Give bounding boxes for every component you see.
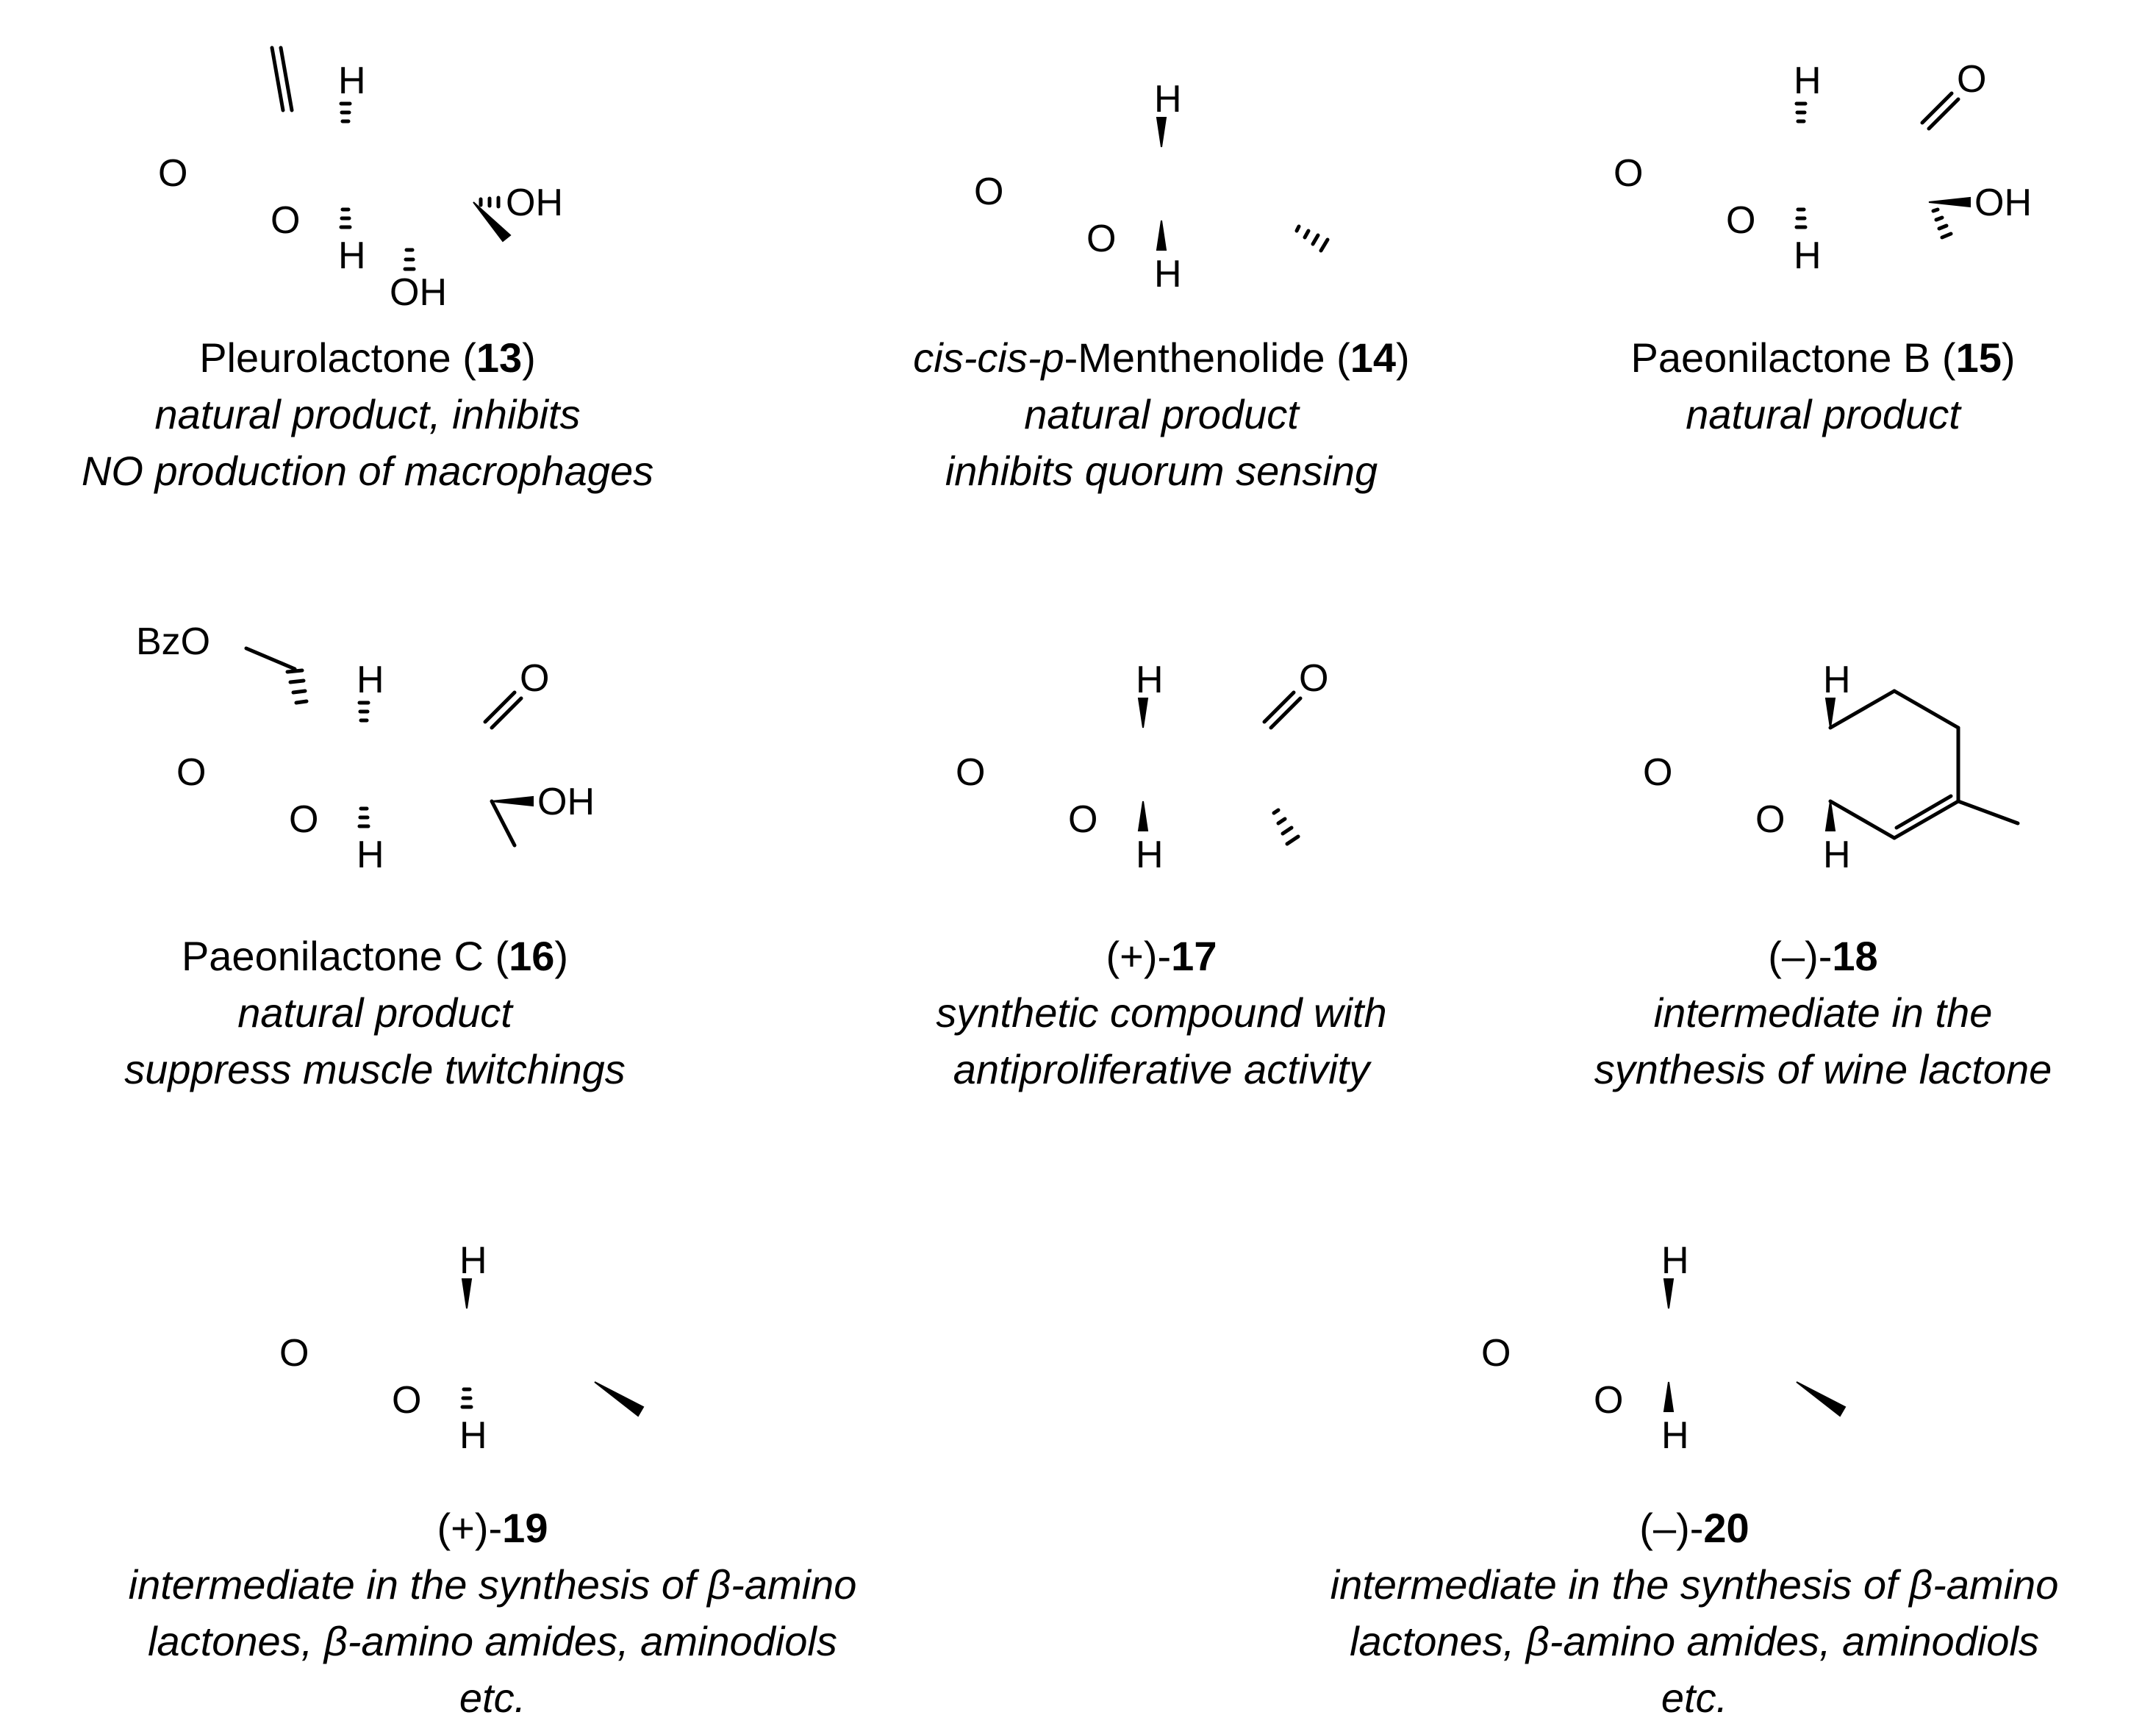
- atom-o: O: [176, 751, 206, 794]
- compound-description: intermediate in the synthesis of β-amino: [128, 1561, 857, 1608]
- atom-o: O: [279, 1332, 309, 1375]
- atom-h: H: [1823, 834, 1851, 876]
- compound-description: synthesis of wine lactone: [1594, 1046, 2052, 1092]
- compound-name: (–)-20: [1639, 1505, 1749, 1551]
- atom-o: O: [520, 657, 549, 700]
- atom-bzo: BzO: [136, 620, 210, 663]
- atom-o: O: [1957, 58, 1986, 101]
- caption-13: Pleurolactone (13) natural product, inhi…: [0, 329, 735, 499]
- caption-15: Paeonilactone B (15) natural product: [1455, 329, 2156, 443]
- atom-h: H: [357, 834, 384, 876]
- compound-description: lactones, β-amino amides, aminodiols etc…: [148, 1618, 837, 1721]
- atom-o: O: [289, 798, 318, 841]
- atom-o: O: [1086, 218, 1116, 260]
- atom-oh: OH: [537, 781, 595, 823]
- compound-description: synthetic compound with: [936, 989, 1387, 1036]
- compound-name: (+)-17: [1106, 933, 1217, 979]
- atom-h: H: [1154, 253, 1182, 296]
- atom-oh: OH: [390, 271, 447, 314]
- atom-h: H: [1154, 78, 1182, 121]
- compound-description: natural product: [237, 989, 512, 1036]
- atom-h: H: [1823, 659, 1851, 701]
- atom-h: H: [1661, 1239, 1689, 1282]
- structure-16: H H O O O OH BzO: [136, 620, 595, 876]
- compound-description: lactones, β-amino amides, aminodiols etc…: [1350, 1618, 2039, 1721]
- structure-18: H H O O: [1643, 646, 2020, 876]
- atom-oh: OH: [506, 182, 563, 224]
- compound-description: inhibits quorum sensing: [945, 448, 1378, 494]
- atom-o: O: [956, 751, 985, 794]
- atom-h: H: [338, 60, 366, 102]
- compound-name: Paeonilactone C (16): [181, 933, 569, 979]
- atom-h: H: [357, 659, 384, 701]
- compound-name: (+)-19: [437, 1505, 548, 1551]
- compound-description: suppress muscle twitchings: [124, 1046, 626, 1092]
- compound-description: intermediate in the: [1653, 989, 1993, 1036]
- caption-20: (–)-20 intermediate in the synthesis of …: [1327, 1500, 2062, 1726]
- atom-o: O: [1481, 1332, 1511, 1375]
- atom-o: O: [1614, 152, 1643, 195]
- compound-description: antiproliferative activity: [953, 1046, 1370, 1092]
- atom-o: O: [158, 152, 187, 195]
- atom-h: H: [459, 1414, 487, 1457]
- compound-name: cis-cis-p-Menthenolide (14): [913, 334, 1410, 381]
- atom-o: O: [1755, 798, 1785, 841]
- compound-name: (–)-18: [1768, 933, 1878, 979]
- caption-16: Paeonilactone C (16) natural product sup…: [7, 928, 742, 1097]
- atom-h: H: [1794, 60, 1822, 102]
- atom-h: H: [1661, 1414, 1689, 1457]
- atom-o: O: [1068, 798, 1097, 841]
- atom-o: O: [271, 199, 300, 242]
- structure-15: H H O O O OH: [1614, 47, 2032, 277]
- atom-o: O: [1726, 199, 1755, 242]
- atom-h: H: [1136, 834, 1164, 876]
- structure-14: H H O O: [974, 65, 1330, 296]
- structure-17: H H O O O: [956, 646, 1328, 876]
- compound-description: intermediate in the synthesis of β-amino: [1330, 1561, 2059, 1608]
- atom-o: O: [1299, 657, 1328, 700]
- atom-h: H: [338, 234, 366, 277]
- compound-description: natural product, inhibits: [154, 391, 581, 437]
- structure-13: H H O O OH OH: [158, 46, 563, 314]
- caption-18: (–)-18 intermediate in the synthesis of …: [1455, 928, 2156, 1097]
- atom-h: H: [1794, 234, 1822, 277]
- atom-h: H: [1136, 659, 1164, 701]
- caption-19: (+)-19 intermediate in the synthesis of …: [125, 1500, 860, 1726]
- structure-19: H H O O: [279, 1227, 645, 1457]
- caption-17: (+)-17 synthetic compound with antiproli…: [794, 928, 1529, 1097]
- compound-description: natural product: [1024, 391, 1299, 437]
- compound-description: NO production of macrophages: [81, 448, 654, 494]
- compound-name: Paeonilactone B (15): [1630, 334, 2016, 381]
- atom-oh: OH: [1974, 182, 2032, 224]
- atom-o: O: [1643, 751, 1672, 794]
- compound-name: Pleurolactone (13): [199, 334, 536, 381]
- structures-canvas: H H O O OH OH H H O O H H O O O OH: [136, 46, 2032, 1457]
- compound-description: natural product: [1686, 391, 1960, 437]
- atom-h: H: [459, 1239, 487, 1282]
- atom-o: O: [392, 1379, 421, 1422]
- atom-o: O: [1594, 1379, 1623, 1422]
- atom-o: O: [974, 171, 1003, 213]
- caption-14: cis-cis-p-Menthenolide (14) natural prod…: [794, 329, 1529, 499]
- structure-20: H H O O: [1481, 1227, 1847, 1457]
